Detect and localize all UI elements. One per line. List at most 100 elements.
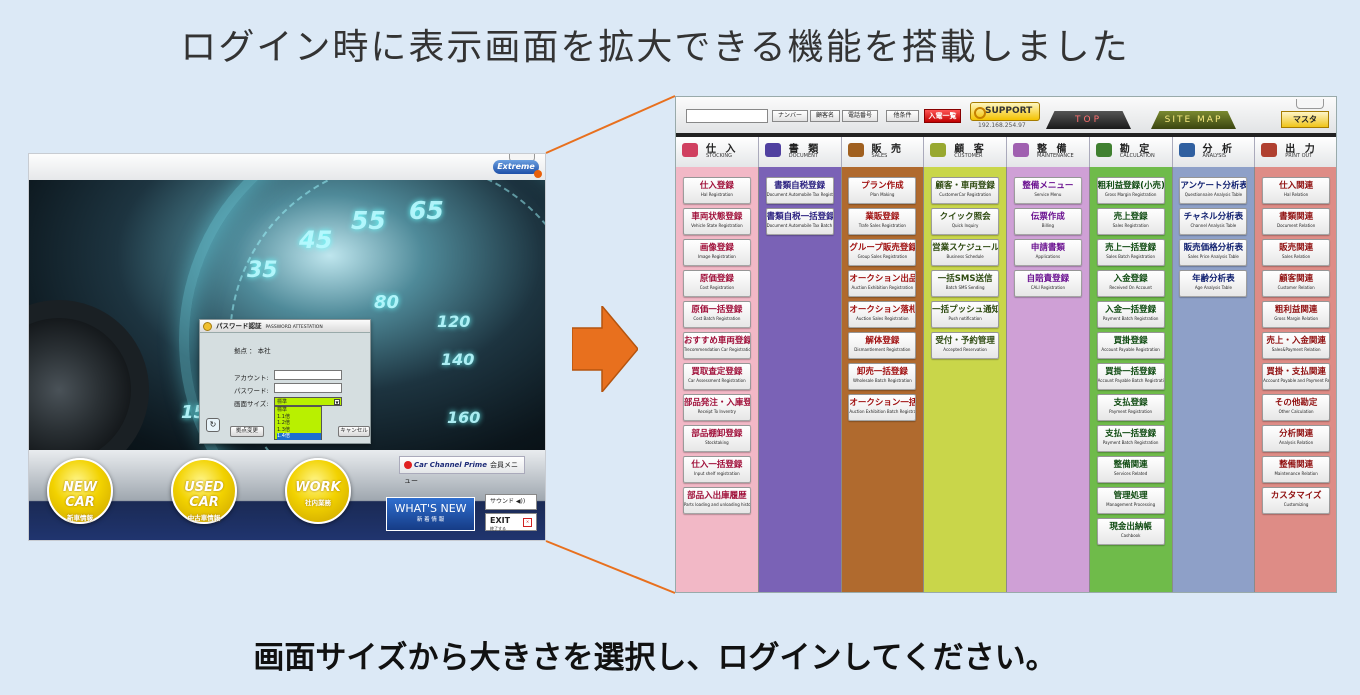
window-tab[interactable] [1296, 99, 1324, 109]
sound-toggle[interactable]: サウンド ◀)) [485, 494, 537, 510]
number-button[interactable]: ナンバー [772, 110, 808, 122]
refresh-icon[interactable]: ↻ [206, 418, 220, 432]
master-button[interactable]: マスタ [1281, 111, 1329, 128]
size-option[interactable]: 1.4倍 [277, 433, 321, 440]
menu-button[interactable]: オークション出品登録Auction Exhibition Registratio… [848, 270, 917, 297]
menu-button[interactable]: オークション落札登録Auction Sales Registration [848, 301, 917, 328]
other-conditions-button[interactable]: 他条件 [886, 110, 919, 122]
used-car-button[interactable]: USED CAR 中古車情報 [171, 458, 237, 524]
cancel-button[interactable]: キャンセル [338, 426, 370, 437]
size-option[interactable]: 1.2倍 [277, 420, 290, 426]
screen-size-select[interactable]: 標準 ▼ [274, 397, 342, 406]
base-label: 拠点 ： 本社 [234, 347, 271, 355]
whats-new-button[interactable]: WHAT'S NEW 新 着 情 報 [386, 497, 475, 531]
size-option[interactable]: 1.3倍 [277, 426, 290, 433]
menu-button[interactable]: 粗利益登録(小売)Gross Margin Registration [1096, 177, 1165, 204]
size-option[interactable]: 1.1倍 [277, 413, 290, 420]
phone-button[interactable]: 電話番号 [842, 110, 878, 122]
password-input[interactable] [274, 383, 342, 393]
call-list-button[interactable]: 入電一覧 [924, 109, 961, 123]
customer-name-button[interactable]: 顧客名 [810, 110, 840, 122]
new-car-button[interactable]: NEW CAR 新車情報 [47, 458, 113, 524]
top-tab[interactable]: TOP [1046, 111, 1131, 129]
menu-button[interactable]: 部品発注・入庫登録Receipt To Inventry [682, 394, 751, 421]
work-button[interactable]: WORK 社内業務 [285, 458, 351, 524]
menu-button[interactable]: オークション一括出品Auction Exhibition Batch Regis… [848, 394, 917, 421]
change-base-button[interactable]: 拠点変更 [230, 426, 264, 437]
sitemap-tab[interactable]: SITE MAP [1151, 111, 1236, 129]
chevron-down-icon[interactable]: ▼ [334, 399, 340, 405]
menu-button-label: 整備メニュー [1022, 181, 1074, 191]
account-input[interactable] [274, 370, 342, 380]
search-input[interactable] [686, 109, 768, 123]
support-button[interactable]: SUPPORT [970, 102, 1040, 121]
size-option[interactable]: 標準 [277, 407, 288, 413]
exit-button[interactable]: EXIT 終了する × [485, 513, 537, 531]
